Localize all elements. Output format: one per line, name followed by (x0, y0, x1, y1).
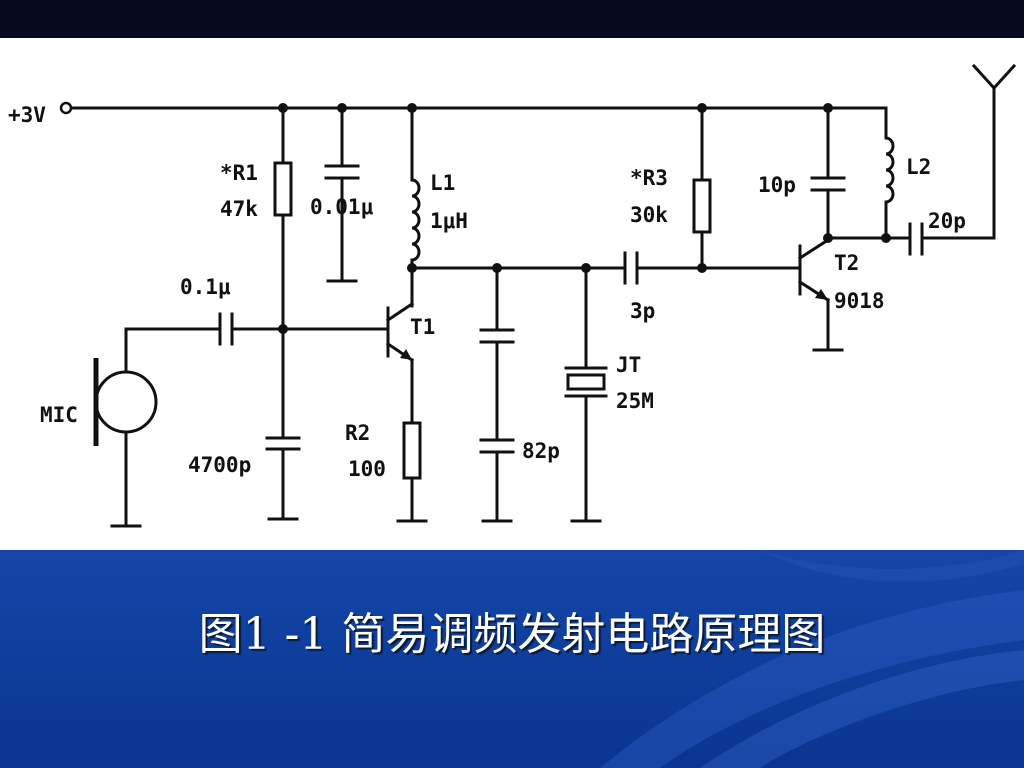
r3-name: *R3 (630, 166, 668, 190)
caption-panel: 图1 -1 简易调频发射电路原理图 (0, 550, 1024, 768)
junction-dot (407, 263, 417, 273)
r2-name: R2 (345, 421, 370, 445)
circuit-schematic: +3V *R1 47k 0.01μ L1 1μH T1 0.1μ MIC 470… (8, 63, 1017, 528)
junction-dot (337, 103, 347, 113)
junction-dot (407, 103, 417, 113)
junction-dot (823, 233, 833, 243)
t1-collector (385, 301, 415, 323)
c-out-label: 3p (630, 299, 655, 323)
xtal-value: 25M (616, 389, 654, 413)
antenna-right-arm (991, 63, 1017, 91)
junction-dot (278, 324, 288, 334)
t2-name: T2 (834, 251, 859, 275)
t1-emitter-arrow (400, 349, 412, 360)
mic-body (94, 370, 158, 434)
junction-dot (697, 103, 707, 113)
swoosh-curve-1 (600, 590, 1024, 768)
schematic-panel: +3V *R1 47k 0.01μ L1 1μH T1 0.1μ MIC 470… (0, 38, 1024, 550)
supply-terminal (59, 101, 73, 115)
junction-dot (492, 263, 502, 273)
t2-value: 9018 (834, 289, 885, 313)
swoosh-curve-2 (700, 650, 1024, 768)
junction-dot (278, 103, 288, 113)
t2-emitter-arrow (815, 289, 828, 300)
mic-label: MIC (40, 403, 78, 427)
junction-dot (697, 263, 707, 273)
l1-coil (410, 178, 421, 262)
r1-value: 47k (220, 197, 258, 221)
junction-dot (881, 233, 891, 243)
antenna-left-arm (971, 63, 997, 91)
r2-resistor (402, 421, 422, 480)
xtal-name: JT (616, 353, 641, 377)
l2-coil (884, 136, 895, 204)
c-ant-label: 20p (928, 209, 966, 233)
caption-text: 图1 -1 简易调频发射电路原理图 (198, 609, 826, 660)
r1-name: *R1 (220, 161, 258, 185)
swoosh-curve-3 (760, 550, 1024, 582)
c-bias-label: 4700p (188, 453, 251, 477)
top-bar (0, 0, 1024, 38)
l1-value: 1μH (430, 209, 468, 233)
c-decouple-label: 0.01μ (310, 195, 374, 219)
c-tank-label: 82p (522, 439, 560, 463)
r1-resistor (273, 161, 293, 217)
junction-dot (581, 263, 591, 273)
r3-value: 30k (630, 203, 668, 227)
junction-dot (823, 103, 833, 113)
r2-value: 100 (348, 457, 386, 481)
t1-label: T1 (410, 315, 435, 339)
l2-name: L2 (906, 155, 931, 179)
t2-collector (797, 237, 831, 261)
caption-swoosh-decoration (600, 550, 1024, 768)
c-l2-label: 10p (758, 173, 796, 197)
c-in-label: 0.1μ (180, 275, 231, 299)
r3-resistor (692, 178, 712, 234)
xtal-body (566, 373, 606, 391)
l1-name: L1 (430, 171, 455, 195)
supply-label: +3V (8, 103, 46, 127)
